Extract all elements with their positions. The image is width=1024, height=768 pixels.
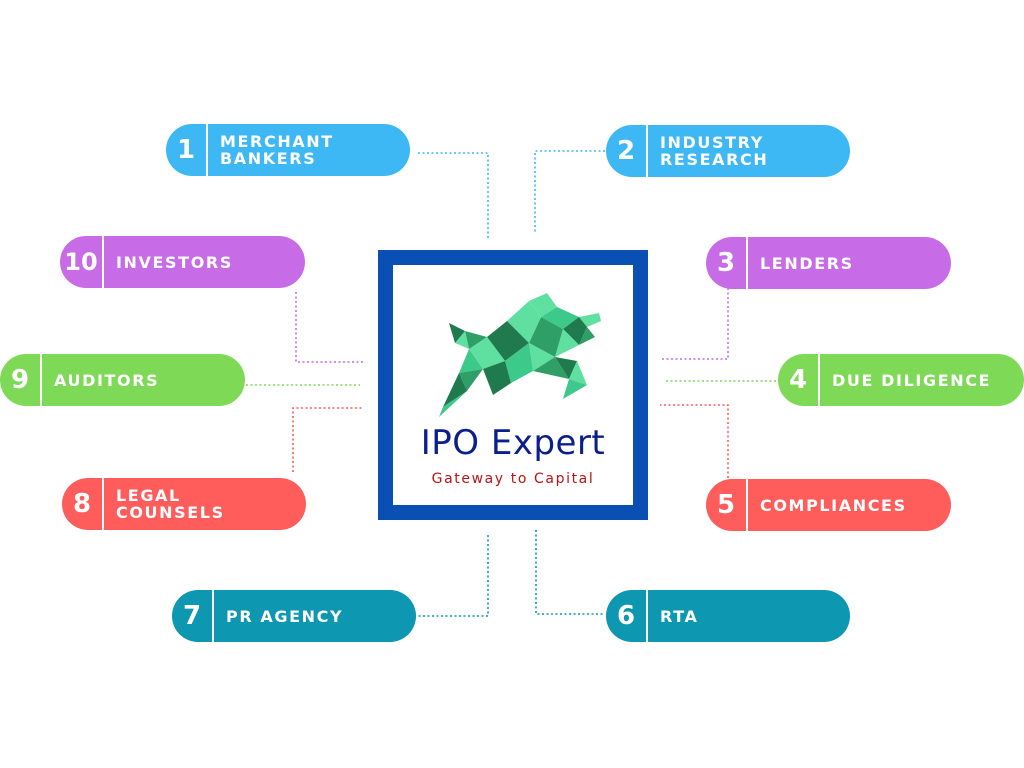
node-label: INDUSTRY RESEARCH <box>660 133 769 169</box>
node-label: DUE DILIGENCE <box>832 370 992 390</box>
connector-6 <box>535 530 605 615</box>
node-number: 9 <box>0 354 42 406</box>
node-legal-counsels: 8 LEGAL COUNSELS <box>62 478 306 530</box>
connector-1 <box>418 152 489 238</box>
node-auditors: 9 AUDITORS <box>0 354 245 406</box>
node-compliances: 5 COMPLIANCES <box>706 479 951 531</box>
node-label: COMPLIANCES <box>760 495 907 515</box>
connector-5 <box>660 404 729 478</box>
node-rta: 6 RTA <box>606 590 850 642</box>
node-number: 2 <box>606 125 648 177</box>
brand-name: IPO Expert <box>420 423 606 463</box>
node-label: RTA <box>660 606 699 626</box>
center-logo-box: IPO Expert Gateway to Capital <box>378 250 648 520</box>
node-number: 1 <box>166 124 208 176</box>
node-number: 5 <box>706 479 748 531</box>
node-investors: 10 INVESTORS <box>60 236 305 288</box>
node-label: MERCHANT BANKERS <box>220 132 334 168</box>
bull-icon <box>439 293 601 417</box>
brand-tagline: Gateway to Capital <box>431 471 595 487</box>
node-label: PR AGENCY <box>226 606 344 626</box>
node-pr-agency: 7 PR AGENCY <box>172 590 416 642</box>
node-number: 7 <box>172 590 214 642</box>
node-industry-research: 2 INDUSTRY RESEARCH <box>606 125 850 177</box>
connector-8 <box>292 407 362 472</box>
node-merchant-bankers: 1 MERCHANT BANKERS <box>166 124 410 176</box>
node-label: INVESTORS <box>116 252 233 272</box>
node-number: 8 <box>62 478 104 530</box>
node-number: 4 <box>778 354 820 406</box>
node-number: 3 <box>706 237 748 289</box>
connector-7 <box>418 535 489 617</box>
node-number: 10 <box>60 236 104 288</box>
node-number: 6 <box>606 590 648 642</box>
node-label: LENDERS <box>760 253 854 273</box>
node-due-diligence: 4 DUE DILIGENCE <box>778 354 1024 406</box>
node-label: LEGAL COUNSELS <box>116 486 225 522</box>
connector-10 <box>295 292 363 363</box>
node-label: AUDITORS <box>54 370 160 390</box>
connector-3 <box>662 288 729 360</box>
node-lenders: 3 LENDERS <box>706 237 951 289</box>
connector-2 <box>534 150 605 232</box>
